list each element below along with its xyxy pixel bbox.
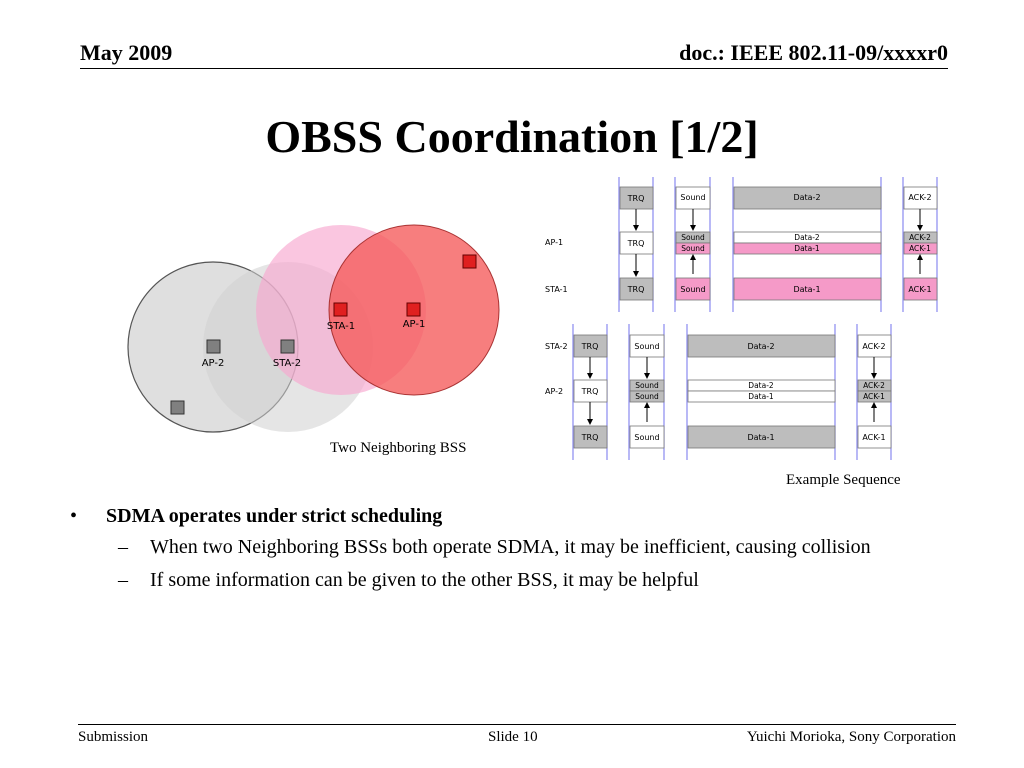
bullet-list: • SDMA operates under strict scheduling … xyxy=(70,505,930,600)
sta2-label: STA-2 xyxy=(273,358,301,369)
seq-top-data-4: Data-1 xyxy=(793,285,820,294)
sequence-bottom: STA-2 AP-2 TRQ TRQ TRQ Sound Sound Sound… xyxy=(545,324,892,460)
seq-top-ack-1: ACK-2 xyxy=(908,193,931,202)
bullet-sub-1-text: When two Neighboring BSSs both operate S… xyxy=(150,536,871,558)
header-date: May 2009 xyxy=(80,40,173,65)
seq-top-ack-2: ACK-2 xyxy=(909,233,931,242)
seq-top-sound-4: Sound xyxy=(680,285,705,294)
seq-top-ack-4: ACK-1 xyxy=(908,285,931,294)
row-label-sta1: STA-1 xyxy=(545,285,568,294)
footer-author: Yuichi Morioka, Sony Corporation xyxy=(746,729,956,745)
seq-bot-trq-1: TRQ xyxy=(581,342,599,351)
sta1-marker xyxy=(333,302,348,317)
bss2-station-marker xyxy=(170,400,185,415)
sequence-figure-caption: Example Sequence xyxy=(786,472,901,488)
seq-bot-data-3: Data-1 xyxy=(748,392,774,401)
seq-bot-data-1: Data-2 xyxy=(747,342,774,351)
row-label-ap2: AP-2 xyxy=(545,387,563,396)
seq-bot-trq-2: TRQ xyxy=(581,387,599,396)
ap2-label: AP-2 xyxy=(202,358,225,369)
sta1-label: STA-1 xyxy=(327,321,355,332)
seq-bot-sound-4: Sound xyxy=(634,433,659,442)
sequence-top: AP-1 STA-1 TRQ TRQ TRQ Sound Sound Sound… xyxy=(545,177,938,312)
seq-top-ack-3: ACK-1 xyxy=(909,244,931,253)
seq-bot-ack-4: ACK-1 xyxy=(862,433,885,442)
seq-top-trq-2: TRQ xyxy=(627,239,645,248)
bullet-sub-2: – If some information can be given to th… xyxy=(70,567,930,594)
seq-top-sound-3: Sound xyxy=(681,244,705,253)
sub-bullet-marker: – xyxy=(118,569,128,591)
seq-bot-ack-1: ACK-2 xyxy=(862,342,885,351)
bss1-station-marker xyxy=(462,254,477,269)
seq-bot-sound-1: Sound xyxy=(634,342,659,351)
seq-top-data-3: Data-1 xyxy=(794,244,820,253)
bullet-main-text: SDMA operates under strict scheduling xyxy=(106,505,443,527)
seq-bot-data-4: Data-1 xyxy=(747,433,774,442)
bullet-main: • SDMA operates under strict scheduling xyxy=(70,505,930,528)
ap2-marker xyxy=(206,339,221,354)
row-label-ap1: AP-1 xyxy=(545,238,563,247)
seq-top-trq-3: TRQ xyxy=(627,285,645,294)
bullet-sub-2-text: If some information can be given to the … xyxy=(150,569,699,591)
bullet-marker: • xyxy=(70,505,78,527)
seq-bot-ack-2: ACK-2 xyxy=(863,381,885,390)
seq-top-sound-1: Sound xyxy=(680,193,705,202)
bullet-sub-1: – When two Neighboring BSSs both operate… xyxy=(70,534,930,561)
header-divider xyxy=(80,68,948,69)
footer-slide-number: Slide 10 xyxy=(488,729,538,745)
ap1-label: AP-1 xyxy=(403,319,426,330)
footer-divider xyxy=(78,724,956,725)
slide-title: OBSS Coordination [1/2] xyxy=(265,111,759,162)
seq-top-trq-1: TRQ xyxy=(627,194,645,203)
row-label-sta2: STA-2 xyxy=(545,342,568,351)
seq-bot-ack-3: ACK-1 xyxy=(863,392,885,401)
sta2-marker xyxy=(280,339,295,354)
sub-bullet-marker: – xyxy=(118,536,128,558)
bss-figure-caption: Two Neighboring BSS xyxy=(330,440,467,456)
seq-bot-data-2: Data-2 xyxy=(748,381,774,390)
seq-top-data-2: Data-2 xyxy=(794,233,820,242)
seq-top-sound-2: Sound xyxy=(681,233,705,242)
bss-figure: AP-2 STA-2 STA-1 AP-1 xyxy=(127,224,500,433)
seq-bot-sound-3: Sound xyxy=(635,392,659,401)
seq-bot-trq-3: TRQ xyxy=(581,433,599,442)
header-doc-id: doc.: IEEE 802.11-09/xxxxr0 xyxy=(679,40,948,65)
seq-bot-sound-2: Sound xyxy=(635,381,659,390)
seq-top-data-1: Data-2 xyxy=(793,193,820,202)
sequence-figure: AP-1 STA-1 TRQ TRQ TRQ Sound Sound Sound… xyxy=(545,177,938,460)
footer-submission: Submission xyxy=(78,729,149,745)
ap1-marker xyxy=(406,302,421,317)
